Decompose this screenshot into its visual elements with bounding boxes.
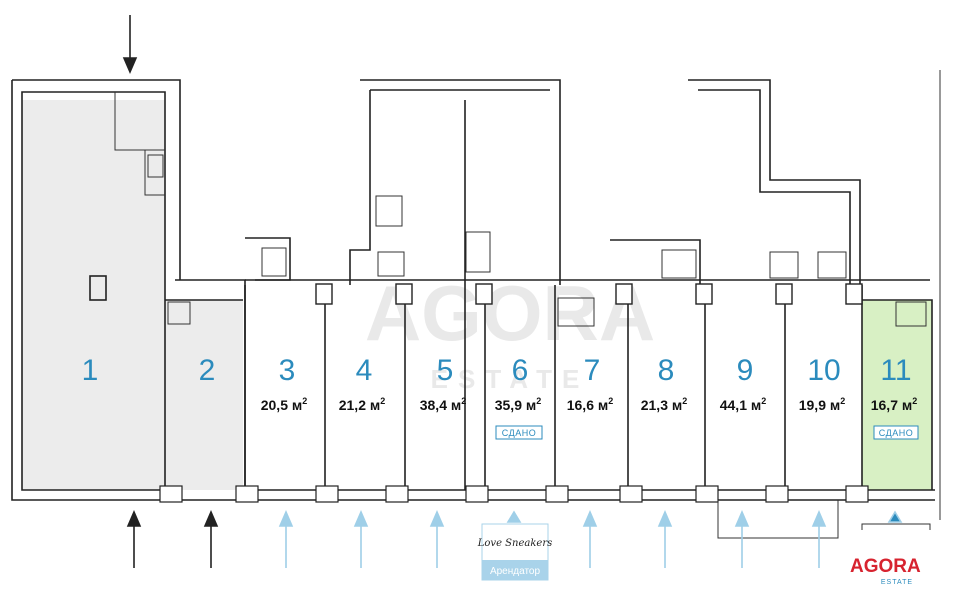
unit-area-7: 16,6 м2 [567, 396, 614, 413]
unit-number-7: 7 [584, 354, 601, 387]
tenant-name: Love Sneakers [477, 538, 552, 549]
logo-sub: ESTATE [881, 579, 913, 586]
unit-numbers: 1 2 3 4 5 6 7 8 9 10 11 [82, 354, 912, 387]
walls [11, 70, 941, 539]
unit-number-11: 11 [880, 354, 911, 387]
rented-badge-11: СДАНО [873, 425, 919, 440]
unit-11-fill [862, 300, 932, 490]
unit-area-8: 21,3 м2 [641, 396, 688, 413]
logo-main: AGORA [850, 556, 921, 577]
entrance-arrows-light [278, 509, 931, 568]
unit-number-5: 5 [437, 354, 454, 387]
unit-number-6: 6 [512, 354, 529, 387]
unit-number-3: 3 [279, 354, 296, 387]
tenant-card: Love Sneakers Арендатор [477, 523, 552, 581]
unit-number-10: 10 [807, 354, 840, 387]
unit-areas: 20,5 м2 21,2 м2 38,4 м2 35,9 м2 16,6 м2 … [261, 396, 918, 413]
unit-number-9: 9 [737, 354, 754, 387]
unit-area-11: 16,7 м2 [871, 396, 918, 413]
unit-number-8: 8 [658, 354, 675, 387]
svg-text:СДАНО: СДАНО [502, 428, 536, 438]
watermark-sub: ESTATE [431, 364, 590, 394]
unit-number-1: 1 [82, 354, 99, 387]
unit-area-3: 20,5 м2 [261, 396, 308, 413]
rented-badge-6: СДАНО [495, 425, 543, 440]
svg-text:СДАНО: СДАНО [879, 428, 913, 438]
unit-number-2: 2 [199, 354, 216, 387]
unit-area-6: 35,9 м2 [495, 396, 542, 413]
unit-area-4: 21,2 м2 [339, 396, 386, 413]
unit-number-4: 4 [356, 354, 373, 387]
watermark-main: AGORA [365, 269, 655, 357]
unit-area-10: 19,9 м2 [799, 396, 846, 413]
unit-2-fill [165, 300, 243, 490]
tenant-label: Арендатор [490, 566, 541, 577]
unit-area-5: 38,4 м2 [420, 396, 467, 413]
agora-logo: AGORA ESTATE [850, 556, 921, 586]
unit-area-9: 44,1 м2 [720, 396, 767, 413]
unit-1-fill [22, 100, 165, 490]
entrance-arrows-dark [122, 15, 219, 568]
